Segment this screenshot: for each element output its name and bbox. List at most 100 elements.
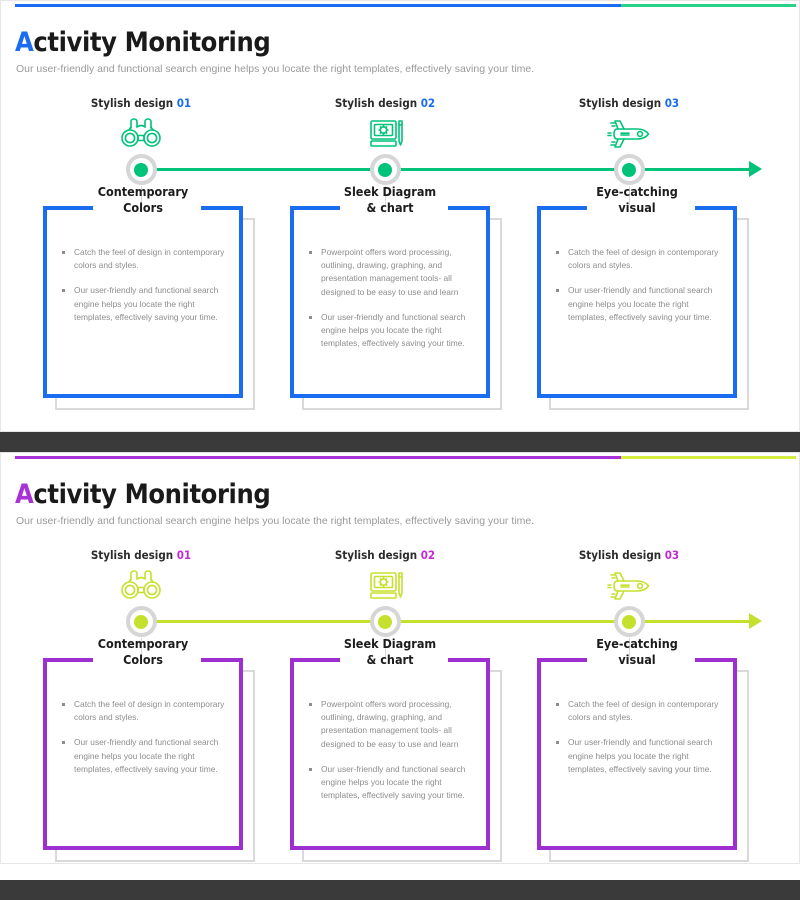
- card-bullet-item: Catch the feel of design in contemporary…: [554, 698, 723, 724]
- card-title-line-1: Sleek Diagram: [343, 636, 437, 651]
- step-label-3: Stylish design 03: [579, 548, 679, 562]
- section-separator-bar: [0, 432, 800, 452]
- timeline-connector-line: [385, 638, 386, 660]
- card-title-notch: [93, 205, 201, 211]
- timeline-connector-line: [385, 186, 386, 208]
- card-bullet-item: Our user-friendly and functional search …: [307, 311, 476, 351]
- card-bullet-list: Powerpoint offers word processing, outli…: [307, 246, 476, 362]
- timeline-node-dot: [622, 162, 636, 177]
- page-title: Activity Monitoring: [15, 479, 271, 510]
- timeline-track: [141, 620, 753, 623]
- timeline-node-dot: [622, 614, 636, 629]
- card-bullet-item: Our user-friendly and functional search …: [307, 763, 476, 803]
- step-number: 02: [420, 96, 436, 110]
- card-bullet-list: Powerpoint offers word processing, outli…: [307, 698, 476, 814]
- step-number: 01: [176, 548, 192, 562]
- timeline-node-dot: [378, 162, 392, 177]
- timeline-node-3[interactable]: [613, 606, 645, 637]
- page-subtitle: Our user-friendly and functional search …: [16, 63, 535, 75]
- card-title-notch: [340, 205, 448, 211]
- top-accent-rule: [15, 4, 796, 7]
- step-number: 03: [664, 96, 680, 110]
- card-bullet-list: Catch the feel of design in contemporary…: [554, 698, 723, 788]
- jet-rocket-icon: [603, 114, 655, 154]
- card-bullet-list: Catch the feel of design in contemporary…: [554, 246, 723, 336]
- timeline-connector-line: [629, 638, 630, 660]
- card-bullet-item: Our user-friendly and functional search …: [554, 736, 723, 776]
- graphics-tablet-gear-icon: [359, 566, 411, 606]
- timeline-node-2[interactable]: [369, 154, 401, 185]
- card-title-line-2: Colors: [123, 652, 163, 667]
- card-title-notch: [587, 205, 695, 211]
- card-bullet-item: Our user-friendly and functional search …: [60, 284, 229, 324]
- card-frame: Catch the feel of design in contemporary…: [43, 205, 243, 398]
- step-label-text: Stylish design: [334, 548, 418, 562]
- page-title: Activity Monitoring: [15, 27, 271, 58]
- timeline-node-dot: [134, 614, 148, 629]
- step-number: 03: [664, 548, 680, 562]
- timeline-track: [141, 168, 753, 171]
- binoculars-icon: [115, 566, 167, 606]
- graphics-tablet-gear-icon: [359, 114, 411, 154]
- card-bullet-item: Powerpoint offers word processing, outli…: [307, 246, 476, 299]
- step-number: 02: [420, 548, 436, 562]
- card-title-line-2: visual: [618, 200, 656, 215]
- bottom-separator-bar: [0, 880, 800, 900]
- timeline-node-3[interactable]: [613, 154, 645, 185]
- page-title-rest: ctivity Monitoring: [33, 479, 271, 510]
- step-label-1: Stylish design 01: [91, 548, 191, 562]
- timeline-arrow-icon: [749, 613, 762, 629]
- timeline-node-1[interactable]: [125, 606, 157, 637]
- card-title-line-1: Contemporary: [97, 184, 189, 199]
- step-label-text: Stylish design: [334, 96, 418, 110]
- step-label-2: Stylish design 02: [335, 96, 435, 110]
- card-title: Sleek Diagram& chart: [290, 636, 490, 668]
- card-title-line-2: & chart: [366, 652, 414, 667]
- card-bullet-item: Powerpoint offers word processing, outli…: [307, 698, 476, 751]
- step-label-text: Stylish design: [90, 548, 174, 562]
- card-title-line-2: & chart: [366, 200, 414, 215]
- card-title-notch: [340, 657, 448, 663]
- timeline-node-dot: [378, 614, 392, 629]
- card-frame: Powerpoint offers word processing, outli…: [290, 205, 490, 398]
- accent-segment-secondary: [621, 456, 796, 459]
- card-title-line-1: Eye-catching: [596, 636, 678, 651]
- step-label-2: Stylish design 02: [335, 548, 435, 562]
- step-label-1: Stylish design 01: [91, 96, 191, 110]
- card-bullet-item: Catch the feel of design in contemporary…: [60, 698, 229, 724]
- timeline-node-2[interactable]: [369, 606, 401, 637]
- timeline-node-dot: [134, 162, 148, 177]
- step-number: 01: [176, 96, 192, 110]
- card-bullet-item: Catch the feel of design in contemporary…: [60, 246, 229, 272]
- timeline-connector-line: [141, 638, 142, 660]
- card-title-line-1: Sleek Diagram: [343, 184, 437, 199]
- card-bullet-item: Catch the feel of design in contemporary…: [554, 246, 723, 272]
- card-bullet-item: Our user-friendly and functional search …: [554, 284, 723, 324]
- top-accent-rule: [15, 456, 796, 459]
- page-title-initial: A: [15, 27, 34, 58]
- timeline-node-1[interactable]: [125, 154, 157, 185]
- step-label-text: Stylish design: [578, 548, 662, 562]
- card-frame: Catch the feel of design in contemporary…: [43, 657, 243, 850]
- card-frame: Catch the feel of design in contemporary…: [537, 205, 737, 398]
- timeline-connector-line: [629, 186, 630, 208]
- page-subtitle: Our user-friendly and functional search …: [16, 515, 535, 527]
- card-title-notch: [93, 657, 201, 663]
- step-label-text: Stylish design: [578, 96, 662, 110]
- card-bullet-list: Catch the feel of design in contemporary…: [60, 698, 229, 788]
- step-label-3: Stylish design 03: [579, 96, 679, 110]
- accent-segment-primary: [15, 456, 621, 459]
- accent-segment-secondary: [621, 4, 796, 7]
- page-title-initial: A: [15, 479, 34, 510]
- card-title-line-1: Contemporary: [97, 636, 189, 651]
- card-bullet-list: Catch the feel of design in contemporary…: [60, 246, 229, 336]
- card-frame: Powerpoint offers word processing, outli…: [290, 657, 490, 850]
- timeline-node-ring: [369, 154, 401, 185]
